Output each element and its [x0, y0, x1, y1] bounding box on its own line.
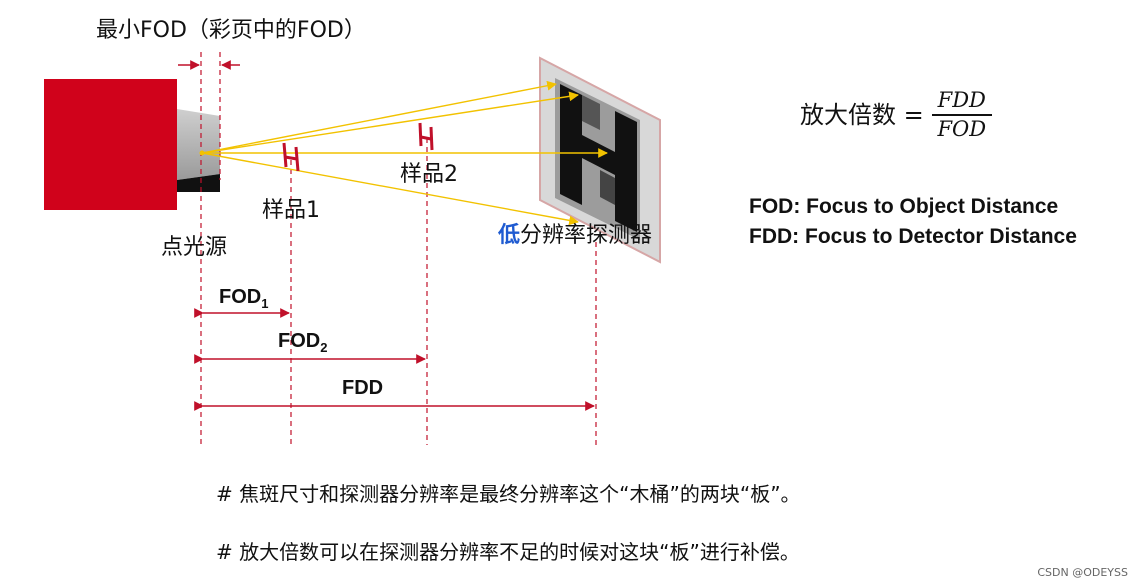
formula-fraction: FDD FOD: [931, 88, 992, 141]
sample2-h: [418, 122, 434, 151]
magnification-formula: 放大倍数 = FDD FOD: [800, 90, 992, 140]
xray-source-nozzle: [177, 109, 220, 180]
formula-numerator: FDD: [937, 88, 986, 112]
focal-spot: [199, 150, 205, 156]
note-1: # 焦斑尺寸和探测器分辨率是最终分辨率这个“木桶”的两块“板”。: [216, 482, 801, 506]
sample2-label: 样品2: [400, 162, 458, 187]
fod1-label: FOD1: [219, 286, 269, 311]
point-source-label: 点光源: [161, 235, 228, 260]
ray-lower: [201, 152, 579, 226]
fod-definition: FOD: Focus to Object Distance: [749, 195, 1059, 218]
fdd-label: FDD: [342, 377, 384, 399]
detector-label-low: 低: [498, 223, 521, 248]
ray-upper-1: [201, 80, 557, 154]
ray-upper-2: [201, 91, 579, 154]
xray-source-body: [44, 79, 177, 210]
detector-label: 低分辨率探测器: [498, 225, 652, 247]
sample1-label: 样品1: [262, 198, 320, 223]
xray-source-nozzle-shadow: [177, 174, 220, 192]
detector-label-rest: 分辨率探测器: [520, 223, 653, 248]
fdd-definition: FDD: Focus to Detector Distance: [749, 225, 1077, 248]
fod2-label: FOD2: [278, 330, 328, 355]
formula-denominator: FOD: [937, 117, 987, 141]
note-2: # 放大倍数可以在探测器分辨率不足的时候对这块“板”进行补偿。: [216, 540, 800, 564]
detector-panel: [539, 56, 661, 264]
formula-lhs: 放大倍数 =: [800, 101, 924, 129]
sample1-h: [282, 142, 300, 172]
watermark: CSDN @ODEYSS: [1037, 566, 1128, 579]
min-fod-title: 最小FOD（彩页中的FOD）: [96, 18, 366, 43]
